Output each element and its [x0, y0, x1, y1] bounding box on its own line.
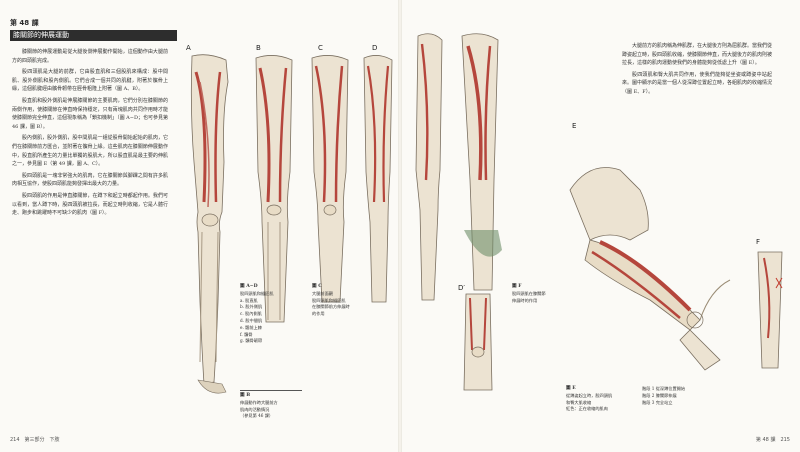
lesson-number: 第 48 課 [10, 19, 39, 27]
caption-line: 的作用 [312, 311, 325, 317]
lesson-title: 膝關節的伸展運動 [10, 30, 177, 41]
caption-line: 肌肉的活動情況 [240, 406, 270, 412]
paragraph: 大腿前方的肌肉稱為伸肌群，在大腿後方則為屈肌群。當我們從蹲姿起立時，股四頭肌收縮… [622, 43, 773, 67]
caption-line: 伸展動作時大腿前方 [240, 399, 278, 405]
caption-line: （參見第 46 課） [240, 413, 274, 419]
knee-detail-illustration [463, 293, 493, 391]
caption-line: 和臀大肌收縮 [566, 399, 592, 405]
figure-label-b: B [256, 44, 261, 52]
caption-title: 圖 B [240, 393, 251, 398]
leg-illustration-d [363, 55, 393, 303]
right-body-text: 大腿前方的肌肉稱為伸肌群，在大腿後方則為屈肌群。當我們從蹲姿起立時，股四頭肌收縮… [622, 42, 772, 100]
caption-line: g. 髕骨韌帶 [240, 338, 263, 344]
caption-line: 在膝關節前方伸展時 [312, 304, 350, 310]
figure-label-f: F [756, 238, 761, 246]
squat-illustration [569, 167, 731, 371]
caption-line: 股四頭肌和縫匠肌 [312, 297, 346, 303]
caption-line: e. 髂前上棘 [240, 324, 262, 330]
caption-figure-e: 圖 E 從蹲姿起立時，股四頭肌 和臀大肌收縮 紅色：正在收縮的肌肉 [566, 386, 632, 413]
left-page-folio: 214 第三部分 下肢 [10, 437, 60, 443]
left-page: 第 48 課 膝關節的伸展運動 膝關節的伸展運動是從大腿後側伸展動作開始，這個動… [10, 19, 393, 443]
caption-figure-f-detail: 圖 F 股四頭肌在膝關節 伸展時的作用 [512, 284, 576, 304]
right-page-folio: 第 48 課 215 [755, 437, 790, 443]
caption-line: 階段 3 完全站立 [642, 399, 673, 405]
caption-figure-a: 圖 A∼D 股四頭肌和縫匠肌 a. 股直肌 b. 股外側肌 c. 股內側肌 d.… [240, 284, 302, 345]
caption-line: d. 股中間肌 [240, 317, 263, 323]
caption-title: 圖 A∼D [240, 284, 258, 289]
leg-illustration-f [757, 251, 783, 369]
leg-illustration-b [255, 55, 293, 323]
caption-line: 階段 1 從深蹲位置開始 [642, 386, 686, 391]
caption-line: 股四頭肌在膝關節 [512, 290, 546, 296]
leg-illustration-side-1 [415, 33, 443, 301]
figure-label-e: E [572, 122, 577, 130]
paragraph: 股直肌和股外側肌是伸展膝關節的主要肌肉，它們分別在膝關節的兩側作用，使膝關節在伸… [12, 97, 168, 130]
paragraph: 股四頭肌是大腿的前群，它由股直肌和三個股肌來構成：股中間肌、股外側肌和股內側肌。… [12, 69, 168, 93]
paragraph: 股四頭肌的作用是伸直膝關節，在蹲下和起立時都起作用。我們可以看到，當人蹲下時，股… [12, 192, 168, 217]
caption-figure-b: 圖 B 伸展動作時大腿前方 肌肉的活動情況 （參見第 46 課） [240, 390, 302, 420]
caption-title: 圖 F [512, 284, 522, 289]
figure-label-d-prime: D′ [458, 284, 465, 292]
book-gutter [398, 0, 402, 452]
caption-line: b. 股外側肌 [240, 304, 263, 310]
caption-line: 階段 2 膝關節伸展 [642, 392, 677, 398]
figure-label-c: C [318, 44, 323, 52]
caption-title: 圖 E [566, 386, 576, 391]
paragraph: 股四頭肌和臀大肌共同作用，使我們能夠從坐姿或蹲姿中站起來。圖中顯示的是當一個人從… [622, 71, 773, 95]
caption-line: a. 股直肌 [240, 297, 258, 303]
figure-label-d: D [372, 44, 378, 52]
caption-line: f. 髕骨 [240, 331, 253, 337]
caption-line: 伸展時的作用 [512, 297, 538, 303]
leg-illustration-a [190, 54, 229, 394]
left-body-text: 膝關節的伸展運動是從大腿後側伸展動作開始，這個動作由大腿前方的四頭肌完成。 股四… [12, 48, 168, 221]
leg-illustration-side-2 [461, 33, 502, 291]
caption-line: 股四頭肌和縫匠肌 [240, 290, 274, 296]
caption-title: 圖 C [312, 284, 322, 289]
caption-figure-e-stages: 階段 1 從深蹲位置開始 階段 2 膝關節伸展 階段 3 完全站立 [642, 386, 714, 406]
paragraph: 膝關節的伸展運動是從大腿後側伸展動作開始，這個動作由大腿前方的四頭肌完成。 [12, 49, 168, 64]
caption-line: 從蹲姿起立時，股四頭肌 [566, 392, 613, 398]
right-page: D′ 圖 F 股四頭肌在膝關節 伸展時的作用 大腿前方的肌肉稱為伸肌群，在大腿後… [400, 0, 800, 452]
caption-figure-c: 圖 C 大腿前面觀 股四頭肌和縫匠肌 在膝關節前方伸展時 的作用 [312, 284, 392, 318]
caption-line: 紅色：正在收縮的肌肉 [566, 406, 608, 412]
paragraph: 股四頭肌是一塊非常強大的肌肉，它在膝關節與腳踝之間有許多肌肉相互協作，使股四頭肌… [12, 172, 168, 188]
caption-line: c. 股內側肌 [240, 311, 262, 317]
caption-line: 大腿前面觀 [312, 290, 333, 296]
figure-label-a: A [186, 44, 191, 52]
paragraph: 股內側肌，股外側肌，股中間肌是一組從股骨開始起始的肌肉，它們在膝關節前方匯合，並… [12, 135, 168, 168]
leg-illustration-c [311, 55, 349, 303]
